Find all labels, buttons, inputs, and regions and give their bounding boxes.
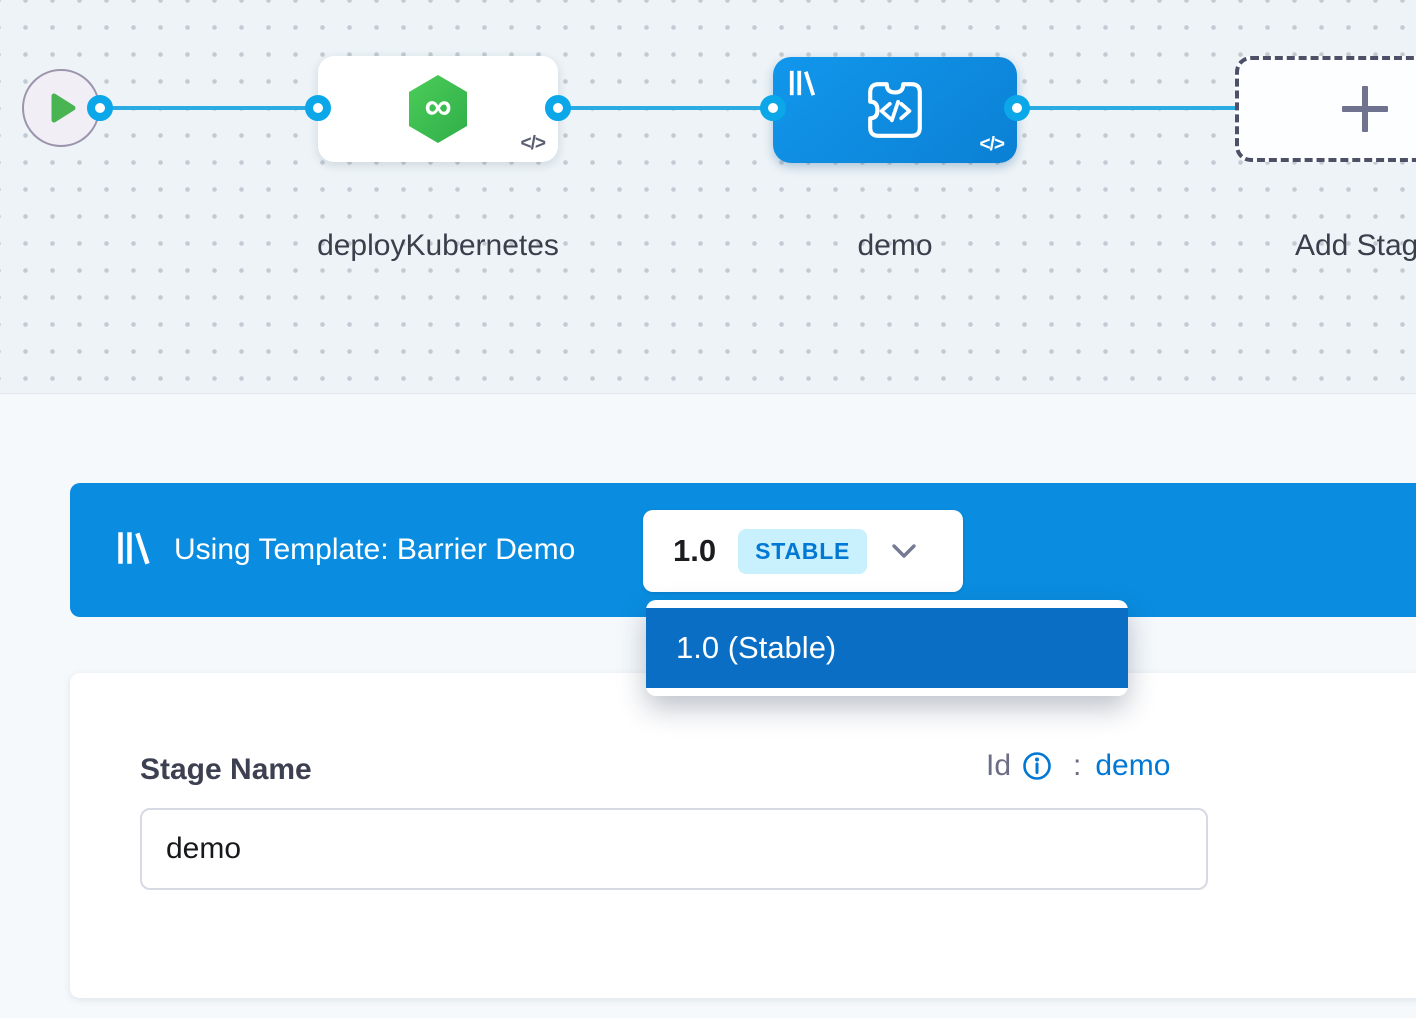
- port-deploy-out[interactable]: [545, 95, 571, 121]
- template-library-icon: [788, 68, 818, 103]
- info-icon[interactable]: [1021, 750, 1053, 782]
- infinity-glyph: ∞: [424, 86, 451, 128]
- template-version-selector[interactable]: 1.0 STABLE: [643, 510, 963, 592]
- play-icon: [51, 93, 76, 123]
- template-banner: Using Template: Barrier Demo 1.0 STABLE: [70, 483, 1416, 617]
- stage-name-label: Stage Name: [140, 753, 312, 786]
- id-separator: :: [1073, 749, 1082, 782]
- template-banner-label: Using Template: Barrier Demo: [174, 533, 576, 566]
- template-version-value: 1.0: [673, 533, 717, 568]
- port-start-out[interactable]: [87, 95, 113, 121]
- stage-label-demo: demo: [857, 229, 933, 262]
- code-icon: </>: [520, 133, 547, 154]
- id-label: Id: [986, 749, 1012, 782]
- pipeline-canvas[interactable]: ∞ </> </> deployKubernetes demo Add Stag…: [0, 0, 1416, 394]
- custom-stage-icon: [868, 82, 922, 138]
- stage-node-deploykubernetes[interactable]: ∞ </>: [318, 56, 558, 162]
- deploy-hexagon-icon: ∞: [409, 75, 467, 143]
- stage-id-row: Id : demo: [986, 749, 1170, 783]
- version-dropdown-menu: 1.0 (Stable): [646, 600, 1128, 696]
- port-demo-out[interactable]: [1004, 95, 1030, 121]
- version-dropdown-item[interactable]: 1.0 (Stable): [646, 608, 1128, 688]
- stage-overview-card: Stage Name Id : demo: [70, 673, 1416, 998]
- port-deploy-in[interactable]: [305, 95, 331, 121]
- version-stable-badge: STABLE: [738, 528, 868, 574]
- stage-label-deploykubernetes: deployKubernetes: [317, 229, 559, 262]
- chevron-down-icon: [891, 543, 917, 559]
- stage-id-value: demo: [1095, 749, 1171, 782]
- plus-icon: [1342, 86, 1388, 132]
- template-library-icon: [116, 530, 152, 571]
- pipeline-connector-line: [100, 106, 1240, 110]
- code-icon: </>: [979, 134, 1006, 155]
- stage-node-demo[interactable]: </>: [773, 57, 1017, 163]
- add-stage-button[interactable]: [1235, 56, 1416, 162]
- add-stage-label: Add Stage: [1294, 229, 1416, 262]
- stage-name-input[interactable]: [140, 808, 1208, 890]
- port-demo-in[interactable]: [760, 95, 786, 121]
